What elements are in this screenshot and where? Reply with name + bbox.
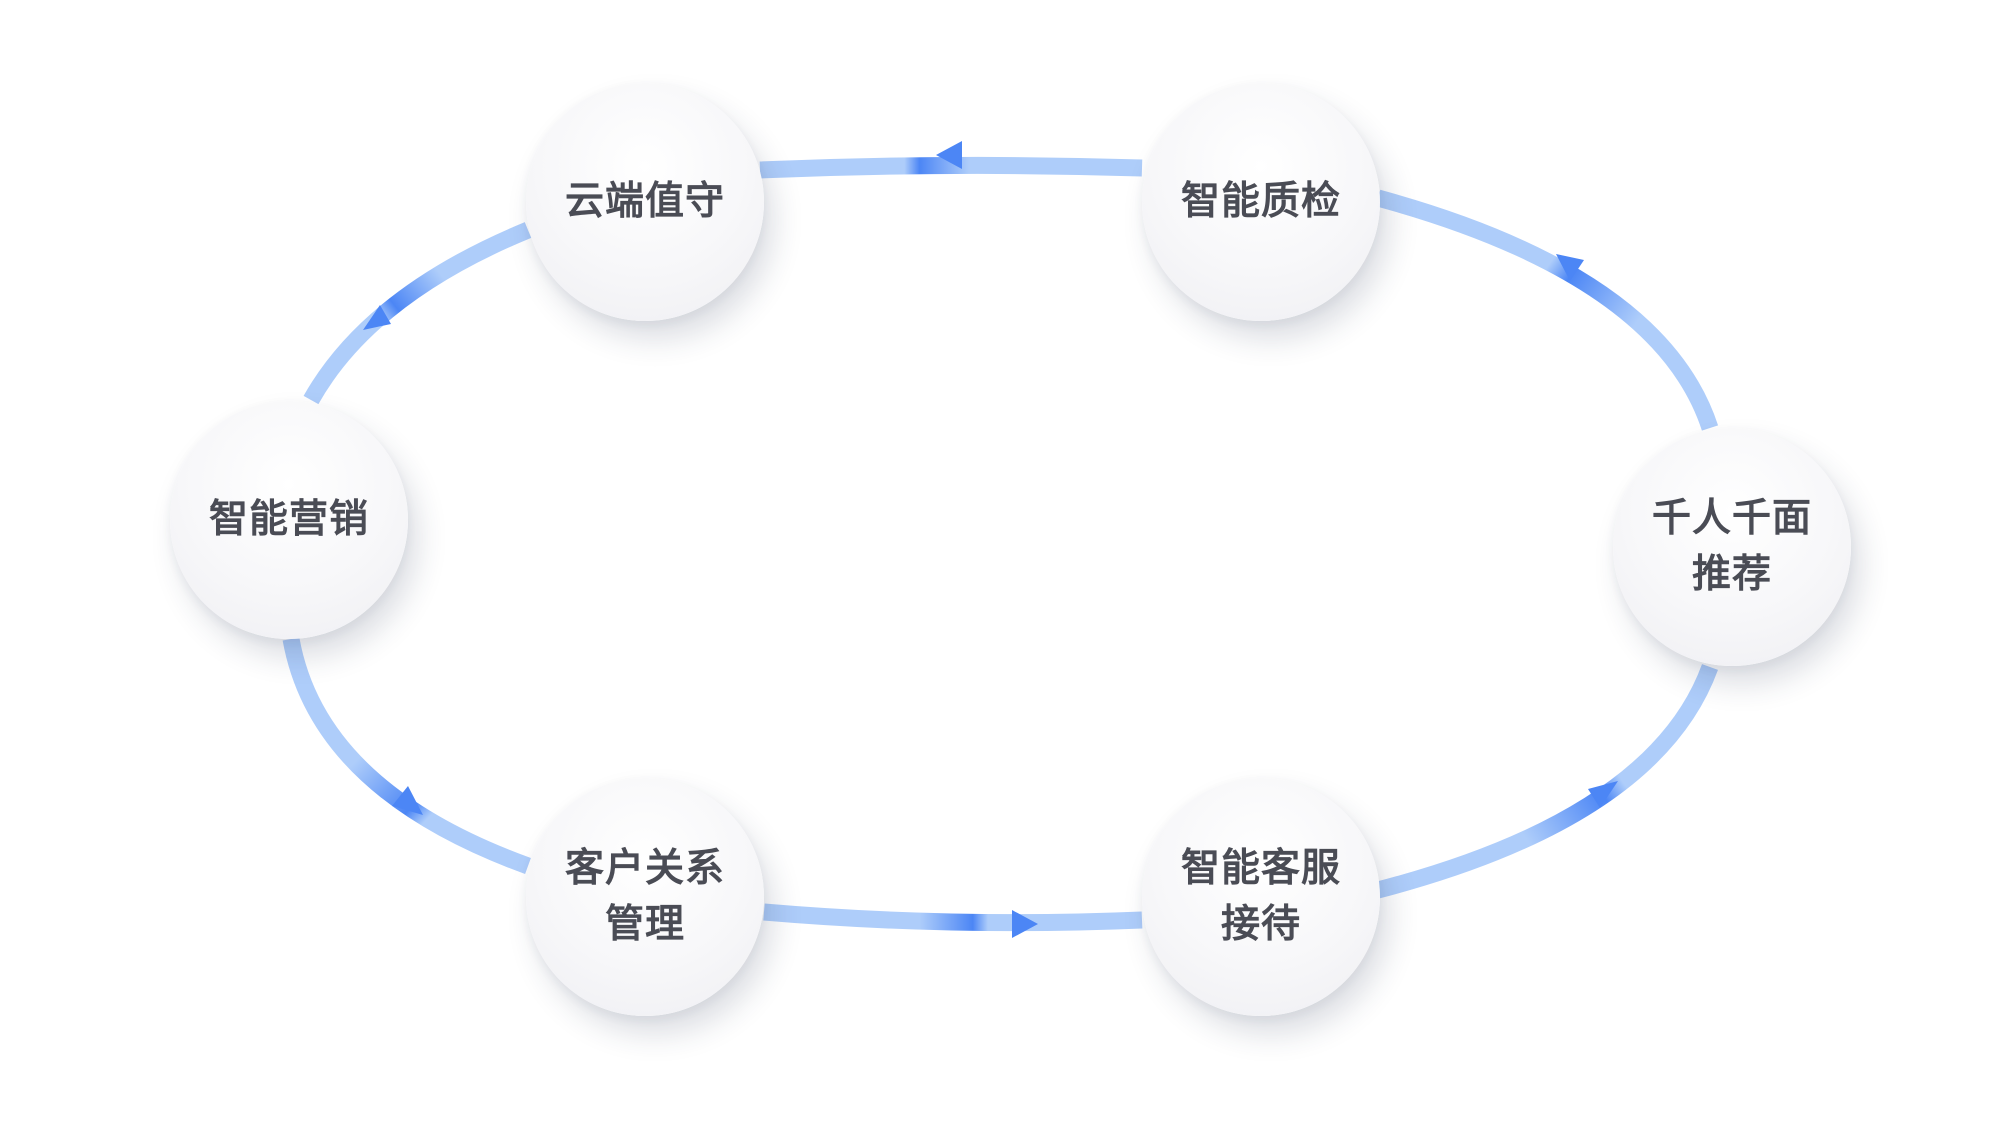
track-service-to-recommend (1375, 664, 1718, 899)
track-recommend-to-quality (1375, 189, 1719, 431)
arrow-recommend-to-quality (1556, 254, 1584, 281)
node-crm-label-line2: 管理 (604, 902, 685, 947)
node-smart-quality-check: 智能质检 (1142, 83, 1380, 321)
arrow-cloud-to-marketing (363, 305, 391, 330)
node-smart-customer-service-label-line2: 接待 (1220, 902, 1301, 947)
node-cloud-duty: 云端值守 (526, 83, 764, 321)
track-crm-to-service (763, 903, 1143, 932)
node-crm-label-line1: 客户关系 (564, 846, 725, 891)
track-quality-to-cloud (759, 156, 1143, 179)
node-personalized-recommendation-label-line2: 推荐 (1691, 552, 1772, 597)
node-smart-customer-service: 智能客服 接待 (1142, 778, 1380, 1016)
track-marketing-to-crm (282, 637, 531, 874)
arrow-marketing-to-crm (392, 786, 423, 815)
node-cloud-duty-label: 云端值守 (564, 179, 725, 224)
node-customer-relationship-management: 客户关系 管理 (526, 778, 764, 1016)
node-personalized-recommendation-label-line1: 千人千面 (1651, 496, 1812, 541)
node-smart-marketing-label: 智能营销 (208, 497, 369, 542)
track-cloud-to-marketing (303, 222, 532, 405)
arrow-quality-to-cloud (936, 141, 962, 169)
node-personalized-recommendation: 千人千面 推荐 (1613, 428, 1851, 666)
arrow-service-to-recommend (1588, 781, 1618, 808)
node-smart-quality-check-label: 智能质检 (1180, 179, 1341, 224)
node-smart-marketing: 智能营销 (170, 401, 408, 639)
arrow-service-direction (1012, 910, 1038, 938)
node-smart-customer-service-label-line1: 智能客服 (1180, 846, 1341, 891)
